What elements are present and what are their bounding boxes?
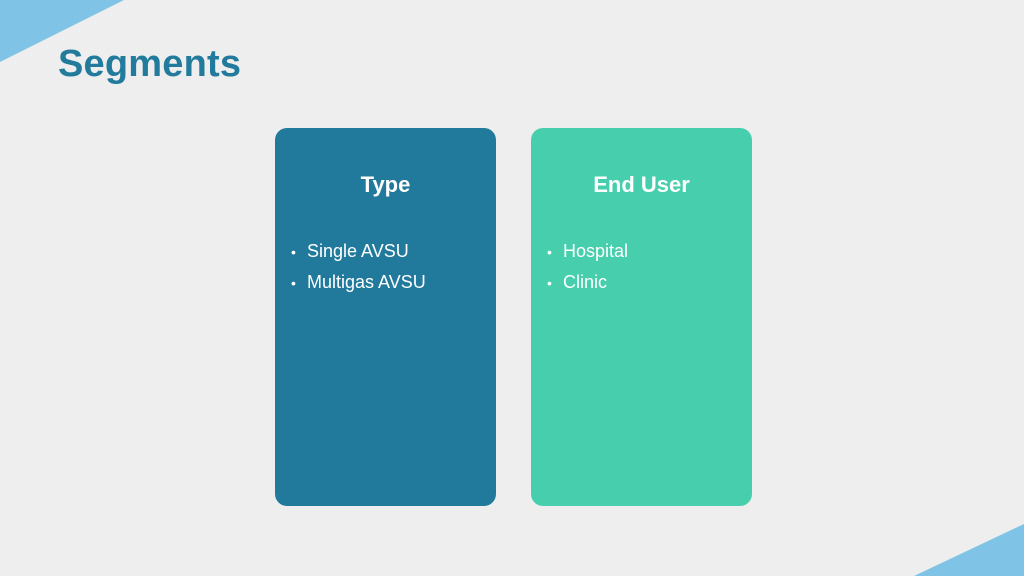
slide-title: Segments [58,43,242,85]
list-item-label: Multigas AVSU [307,272,426,292]
list-item: • Clinic [547,267,628,298]
type-card: Type • Single AVSU • Multigas AVSU [275,128,496,506]
corner-accent-bottom-right [914,524,1024,576]
end-user-card-heading: End User [593,172,690,197]
bullet-icon: • [547,244,552,260]
list-item: • Multigas AVSU [291,267,426,298]
type-card-heading: Type [360,172,411,197]
end-user-card-list: • Hospital • Clinic [547,236,628,298]
list-item: • Single AVSU [291,236,426,267]
list-item: • Hospital [547,236,628,267]
bullet-icon: • [547,275,552,291]
bullet-icon: • [291,244,296,260]
type-card-list: • Single AVSU • Multigas AVSU [291,236,426,298]
bullet-icon: • [291,275,296,291]
end-user-card: End User • Hospital • Clinic [531,128,752,506]
list-item-label: Clinic [563,272,608,292]
list-item-label: Single AVSU [307,241,409,261]
list-item-label: Hospital [563,241,629,261]
